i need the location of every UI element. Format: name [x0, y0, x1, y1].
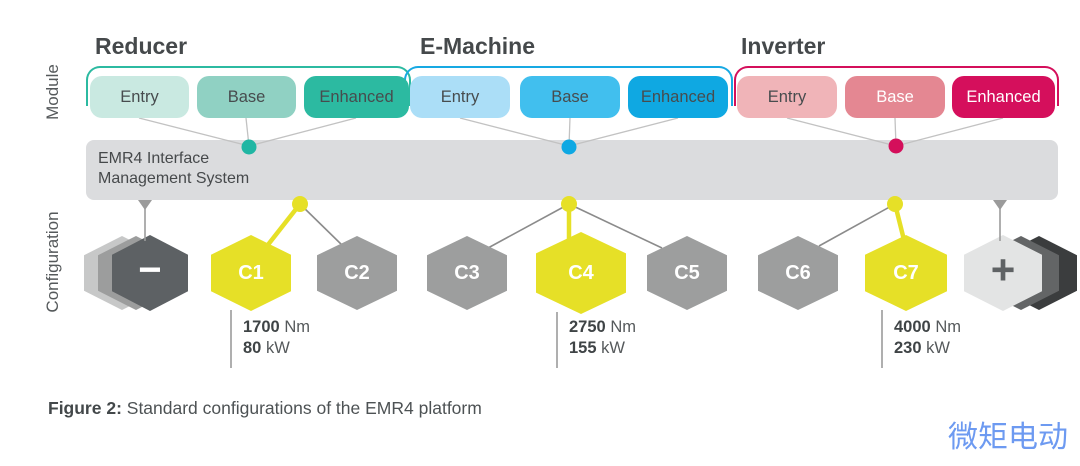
c7-selector-dot [887, 196, 903, 212]
c4-spec: 2750 Nm 155 kW [569, 317, 636, 359]
c4-power: 155 kW [569, 339, 625, 357]
c4-torque: 2750 Nm [569, 318, 636, 336]
watermark-text: 微矩电动 [948, 421, 1068, 454]
plus-icon: + [990, 246, 1016, 293]
c1-selector-dot [292, 196, 308, 212]
c7-power: 230 kW [894, 339, 950, 357]
minus-icon: − [138, 247, 162, 292]
emachine-enhanced-pill: Enhanced [628, 76, 728, 118]
c7-torque: 4000 Nm [894, 318, 961, 336]
caption-text: Standard configurations of the EMR4 plat… [121, 398, 482, 418]
reducer-enhanced-pill: Enhanced [304, 76, 409, 118]
emachine-heading: E-Machine [420, 33, 536, 59]
c1-spec: 1700 Nm 80 kW [243, 317, 310, 359]
inverter-base-pill: Base [845, 76, 945, 118]
emachine-dot [561, 139, 577, 155]
c7-spec: 4000 Nm 230 kW [894, 317, 961, 359]
reducer-base-pill: Base [197, 76, 296, 118]
inverter-dot [888, 138, 904, 154]
c1-power: 80 kW [243, 339, 290, 357]
emachine-base-pill: Base [520, 76, 620, 118]
emachine-entry-pill: Entry [410, 76, 510, 118]
c4-selector-dot [561, 196, 577, 212]
reducer-entry-pill: Entry [90, 76, 189, 118]
caption-prefix: Figure 2: [48, 398, 122, 418]
c1-torque: 1700 Nm [243, 318, 310, 336]
reducer-dot [241, 139, 257, 155]
inverter-bracket [734, 66, 1059, 106]
inverter-heading: Inverter [741, 33, 826, 59]
interface-bar-label: EMR4 Interface Management System [98, 150, 250, 187]
inverter-enhanced-pill: Enhanced [952, 76, 1055, 118]
inverter-entry-pill: Entry [737, 76, 837, 118]
figure-caption: Figure 2: Standard configurations of the… [48, 398, 482, 419]
reducer-heading: Reducer [95, 33, 188, 59]
